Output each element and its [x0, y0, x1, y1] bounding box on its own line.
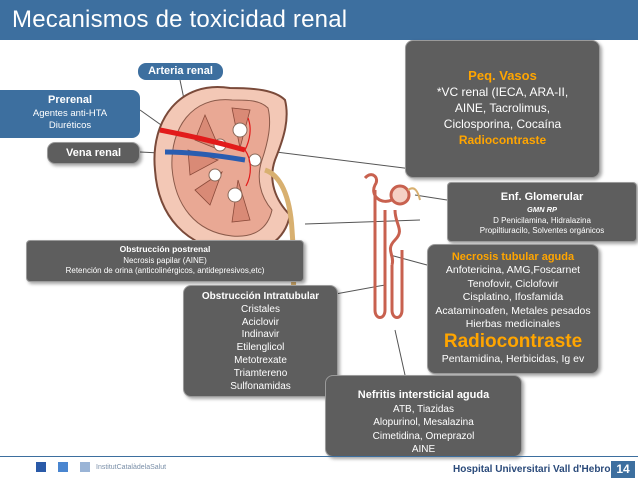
logo-square-icon [80, 462, 90, 472]
peq-vasos-heading: Peq. Vasos [468, 68, 537, 83]
intratubular-item: Triamtereno [233, 367, 288, 379]
prerenal-line2: Diuréticos [48, 120, 92, 131]
intratubular-item: Aciclovir [241, 316, 280, 328]
intratubular-item: Etilenglicol [236, 342, 285, 354]
necrosis-line6: Pentamidina, Herbicidas, Ig ev [441, 353, 585, 366]
peq-vasos-line2: AINE, Tacrolimus, [454, 101, 551, 115]
nefritis-item: Cimetidina, Omeprazol [372, 430, 475, 442]
renal-artery [159, 127, 246, 153]
glomerular-heading: Enf. Glomerular [500, 191, 584, 203]
label-arteria-renal: Arteria renal [138, 63, 223, 80]
page-number: 14 [611, 461, 635, 478]
vena-renal-text: Vena renal [65, 147, 122, 159]
glomerular-line2: Propiltiuracilo, Solventes orgánicos [479, 226, 605, 235]
necrosis-line2: Tenofovir, Ciclofovir [467, 277, 559, 290]
necrosis-line5: Hierbas medicinales [465, 318, 561, 331]
necrosis-line1: Anfotericina, AMG,Foscarnet [445, 264, 581, 277]
slide-title: Mecanismos de toxicidad renal [12, 6, 348, 33]
institute-logo: InstitutCatalàdelaSalut [96, 464, 167, 471]
logo-square-icon [36, 462, 46, 472]
glomerular-line1: D Penicilamina, Hidralazina [493, 216, 591, 225]
nefritis-item: Alopurinol, Mesalazina [373, 417, 474, 428]
label-vena-renal: Vena renal [47, 142, 140, 164]
intratubular-item: Metotrexate [234, 354, 287, 366]
logo-square-icon [58, 462, 68, 472]
renal-vein [164, 149, 246, 163]
postrenal-box: Obstrucción postrenal Necrosis papilar (… [26, 240, 304, 282]
hospital-name: Hospital Universitari Vall d'Hebron [453, 464, 617, 475]
peq-vasos-box: Peq. Vasos *VC renal (IECA, ARA-II, AINE… [405, 40, 600, 178]
intratubular-box: Obstrucción Intratubular Cristales Acicl… [183, 285, 338, 397]
intratubular-item: Indinavir [241, 329, 280, 341]
nefritis-heading: Nefritis intersticial aguda [357, 389, 490, 401]
necrosis-heading: Necrosis tubular aguda [451, 251, 575, 263]
necrosis-highlight: Radiocontraste [443, 331, 583, 353]
intratubular-item: Sulfonamidas [230, 380, 291, 392]
prerenal-box: Prerenal Agentes anti-HTA Diuréticos [0, 90, 140, 138]
necrosis-box: Necrosis tubular aguda Anfotericina, AMG… [427, 244, 599, 374]
arteria-renal-text: Arteria renal [148, 65, 213, 77]
glomerular-box: Enf. Glomerular GMN RP D Penicilamina, H… [447, 182, 637, 242]
nefritis-box: Nefritis intersticial aguda ATB, Tiazida… [325, 375, 522, 457]
peq-vasos-line1: *VC renal (IECA, ARA-II, [436, 85, 569, 99]
nefritis-item: AINE [411, 444, 436, 455]
postrenal-heading: Obstrucción postrenal [119, 244, 211, 254]
postrenal-line2: Retención de orina (anticolinérgicos, an… [65, 266, 265, 275]
title-bar: Mecanismos de toxicidad renal [0, 0, 638, 40]
intratubular-heading: Obstrucción Intratubular [201, 291, 320, 302]
postrenal-line1: Necrosis papilar (AINE) [123, 256, 207, 265]
nefritis-item: ATB, Tiazidas [393, 403, 454, 415]
intratubular-item: Cristales [241, 303, 280, 315]
peq-vasos-highlight: Radiocontraste [458, 133, 547, 147]
nephron [363, 173, 411, 319]
necrosis-line4: Acataminoafen, Metales pesados [435, 304, 591, 317]
necrosis-line3: Cisplatino, Ifosfamida [462, 291, 564, 304]
prerenal-heading: Prerenal [47, 94, 93, 106]
prerenal-line1: Agentes anti-HTA [32, 108, 108, 119]
glomerular-sub: GMN RP [527, 205, 557, 214]
footer-divider [0, 456, 638, 457]
peq-vasos-line3: Ciclosporina, Cocaína [443, 117, 562, 131]
